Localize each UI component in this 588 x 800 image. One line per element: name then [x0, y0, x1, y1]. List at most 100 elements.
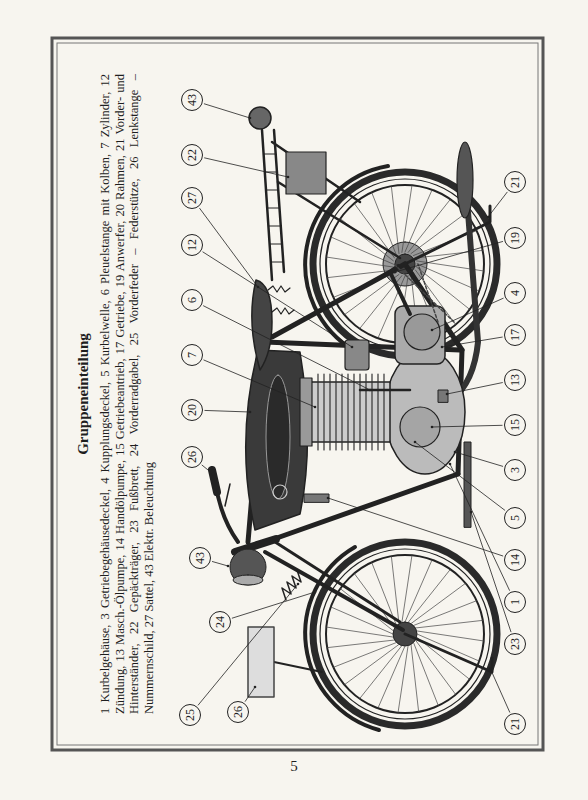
inner-border — [57, 43, 538, 745]
leader-dot — [489, 667, 492, 670]
callout-number: 7 — [181, 344, 203, 366]
leader-line — [447, 383, 503, 394]
spoke — [402, 185, 412, 252]
fin — [335, 374, 336, 450]
callout-text: 23 — [509, 638, 521, 650]
fork-leg — [272, 540, 400, 622]
leader-line — [204, 360, 315, 407]
rear-stand — [405, 206, 490, 264]
leader-dot — [446, 393, 449, 396]
callout-number: 6 — [181, 289, 203, 311]
callout-number: 23 — [504, 633, 526, 655]
callout-text: 5 — [509, 515, 521, 521]
leader-dot — [414, 441, 417, 444]
callout-number: 27 — [181, 187, 203, 209]
spoke — [331, 237, 393, 264]
leader-line — [204, 158, 288, 177]
callout-number: 24 — [209, 611, 231, 633]
spoke — [391, 186, 399, 253]
leader-line — [232, 592, 315, 618]
leader-dot — [470, 511, 473, 514]
number-plate — [248, 627, 274, 697]
fin — [353, 374, 354, 450]
leader-dot — [449, 463, 452, 466]
leader-dot — [314, 406, 317, 409]
luggage-rack — [262, 130, 400, 280]
callout-text: 15 — [509, 419, 521, 431]
callout-text: 24 — [214, 616, 226, 628]
kick-starter — [390, 266, 410, 314]
parts-list: 1 Kurbelgehäuse, 3 Getriebegehäusedeckel… — [98, 74, 156, 714]
callout-text: 25 — [184, 709, 196, 721]
callout-text: 14 — [509, 554, 521, 566]
callout-number: 12 — [181, 234, 203, 256]
saddle — [252, 280, 272, 370]
spoke — [360, 646, 402, 699]
spoke — [415, 620, 482, 628]
leader-dot — [394, 271, 397, 274]
leader-dot — [369, 389, 372, 392]
spoke — [408, 569, 450, 622]
callout-number: 43 — [181, 89, 203, 111]
callout-text: 21 — [509, 176, 521, 188]
oil-pump — [438, 390, 448, 402]
callout-number: 14 — [504, 549, 526, 571]
muffler — [457, 142, 473, 218]
callout-text: 12 — [186, 239, 198, 251]
leader-dot — [227, 565, 230, 568]
callout-number: 17 — [504, 324, 526, 346]
heading: Gruppeneinteilung — [74, 74, 92, 714]
front-stand — [405, 634, 492, 672]
leader-dot — [487, 216, 490, 219]
front-fender — [305, 547, 379, 730]
crankcase — [385, 350, 465, 474]
cylinder-head — [300, 378, 312, 446]
spoke — [411, 644, 419, 711]
callout-number: 26 — [181, 446, 203, 468]
spoke — [402, 555, 412, 622]
callout-number: 22 — [181, 144, 203, 166]
slat — [267, 208, 279, 209]
leader-line — [204, 104, 250, 118]
leader-dot — [257, 286, 260, 289]
leader-dot — [249, 411, 252, 414]
fin — [371, 374, 372, 450]
front-wheel — [313, 542, 497, 726]
grip — [212, 470, 217, 492]
leader-line — [204, 410, 250, 412]
callout-text: 19 — [509, 232, 521, 244]
leader-dot — [249, 117, 252, 120]
callout-number: 26 — [227, 701, 249, 723]
spoke — [326, 627, 393, 637]
callout-text: 7 — [186, 352, 198, 358]
fuel-tank — [246, 350, 308, 530]
headlamp-lens — [233, 575, 263, 585]
leader-line — [328, 498, 503, 556]
fork-leg — [265, 552, 403, 630]
leader-line — [450, 464, 510, 591]
callout-text: 43 — [194, 552, 206, 564]
slat — [271, 262, 284, 263]
callout-text: 1 — [509, 599, 521, 605]
spoke — [417, 267, 470, 309]
leader-dot — [212, 473, 215, 476]
callout-text: 21 — [509, 718, 521, 730]
slat — [264, 154, 276, 155]
clutch-cover — [404, 314, 440, 350]
fin — [383, 374, 384, 450]
slat — [268, 226, 280, 227]
callout-text: 20 — [186, 404, 198, 416]
hand-oil-pump — [304, 494, 329, 502]
leader-dot — [327, 497, 330, 500]
tank-panel — [266, 375, 290, 499]
callout-text: 13 — [509, 374, 521, 386]
callout-number: 13 — [504, 369, 526, 391]
slat — [270, 244, 282, 245]
spoke — [327, 640, 394, 648]
spoke — [405, 190, 432, 252]
leader-line — [432, 298, 504, 330]
callout-number: 15 — [504, 414, 526, 436]
leader-line — [455, 452, 503, 466]
callout-text: 26 — [232, 706, 244, 718]
leader-line — [442, 337, 503, 347]
